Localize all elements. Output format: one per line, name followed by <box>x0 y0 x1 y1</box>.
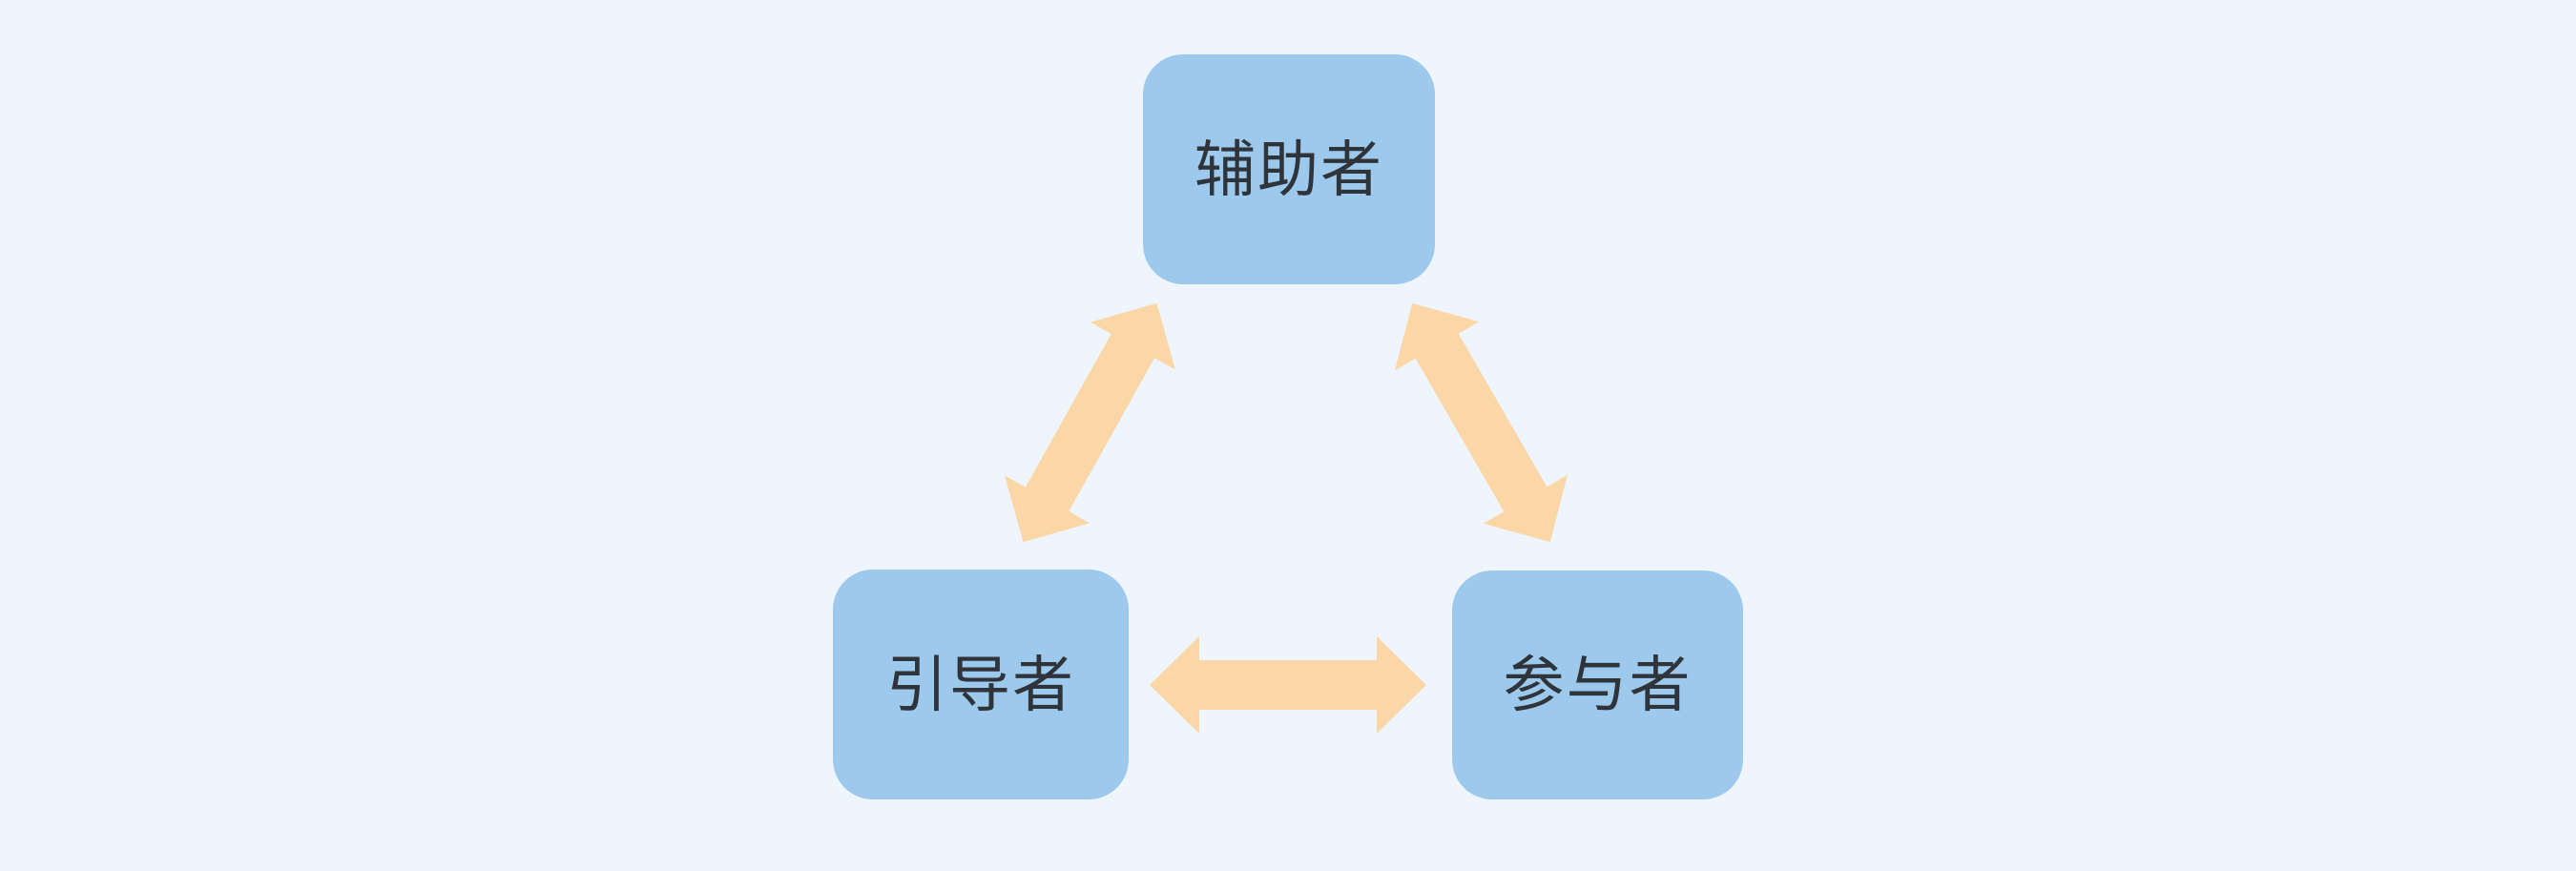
node-guide-label: 引导者 <box>886 650 1075 719</box>
node-facilitator: 辅助者 <box>1143 54 1435 284</box>
double-arrow-facilitator-participant-icon <box>1370 279 1592 566</box>
node-participant: 参与者 <box>1452 570 1743 799</box>
node-facilitator-label: 辅助者 <box>1195 135 1383 204</box>
double-arrow-guide-participant-icon <box>1150 636 1426 734</box>
node-participant-label: 参与者 <box>1503 651 1693 719</box>
double-arrow-facilitator-guide-icon <box>981 280 1199 566</box>
node-guide: 引导者 <box>833 570 1129 799</box>
